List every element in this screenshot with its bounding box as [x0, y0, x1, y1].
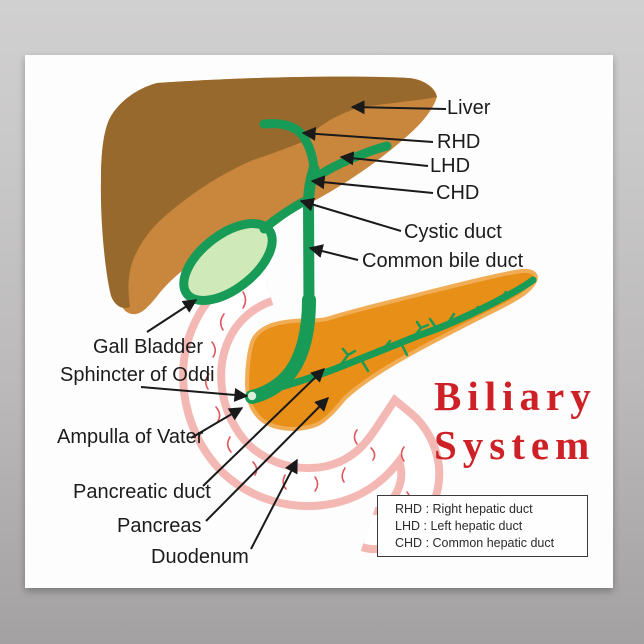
- label-liver: Liver: [447, 97, 491, 119]
- legend-abbr: RHD: [395, 502, 423, 516]
- label-pancreas: Pancreas: [117, 515, 202, 537]
- arrow-cystic-duct: [299, 197, 402, 232]
- arrow-lhd: [339, 151, 429, 167]
- cystic-duct-shape: [259, 197, 308, 234]
- arrow-rhd: [301, 126, 434, 143]
- right-hepatic-duct: [259, 119, 319, 176]
- legend-row-rhd: RHD : Right hepatic duct: [395, 502, 587, 516]
- bile-ducts: [245, 119, 537, 404]
- label-duodenum: Duodenum: [151, 546, 249, 568]
- legend-box: RHD : Right hepatic duct LHD : Left hepa…: [377, 495, 588, 557]
- arrow-sphincter: [140, 386, 249, 402]
- arrow-pancreas: [205, 397, 329, 522]
- label-ampulla-of-vater: Ampulla of Vater: [57, 426, 204, 448]
- label-cystic-duct: Cystic duct: [404, 221, 502, 243]
- arrow-chd: [310, 175, 434, 194]
- label-sphincter-of-oddi: Sphincter of Oddi: [60, 364, 215, 386]
- poster-title-line2: System: [434, 422, 596, 468]
- sphincter-dot: [247, 391, 257, 401]
- label-chd: CHD: [436, 182, 480, 204]
- legend-abbr: LHD: [395, 519, 421, 533]
- label-gall-bladder: Gall Bladder: [93, 336, 204, 358]
- poster-title-line1: Biliary: [434, 373, 597, 419]
- legend-row-lhd: LHD : Left hepatic duct: [395, 519, 587, 533]
- legend-abbr: CHD: [395, 536, 423, 550]
- label-lhd: LHD: [430, 155, 471, 177]
- legend-separator: :: [422, 536, 433, 550]
- arrow-duodenum: [250, 458, 298, 550]
- legend-meaning: Right hepatic duct: [432, 502, 533, 516]
- liver-shape: [100, 76, 437, 308]
- arrow-ampulla: [190, 407, 244, 439]
- legend-separator: :: [422, 502, 433, 516]
- legend-row-chd: CHD : Common hepatic duct: [395, 536, 587, 550]
- pancreatic-duct-branches: [337, 290, 508, 373]
- label-common-bile-duct: Common bile duct: [362, 250, 524, 272]
- arrow-pancreatic-duct: [202, 368, 326, 487]
- duodenum-shape: [179, 261, 444, 554]
- pancreatic-duct-shape: [250, 276, 537, 398]
- arrow-common-bile-duct: [308, 244, 359, 261]
- label-pancreatic-duct: Pancreatic duct: [73, 481, 211, 503]
- label-rhd: RHD: [437, 131, 481, 153]
- poster-title: Biliary System: [434, 372, 597, 470]
- common-hepatic-duct: [302, 163, 320, 314]
- legend-meaning: Left hepatic duct: [430, 519, 523, 533]
- legend-separator: :: [420, 519, 431, 533]
- legend-meaning: Common hepatic duct: [432, 536, 555, 550]
- arrow-liver: [350, 100, 447, 115]
- arrow-gall-bladder: [146, 299, 198, 333]
- annotation-arrows: [140, 100, 447, 550]
